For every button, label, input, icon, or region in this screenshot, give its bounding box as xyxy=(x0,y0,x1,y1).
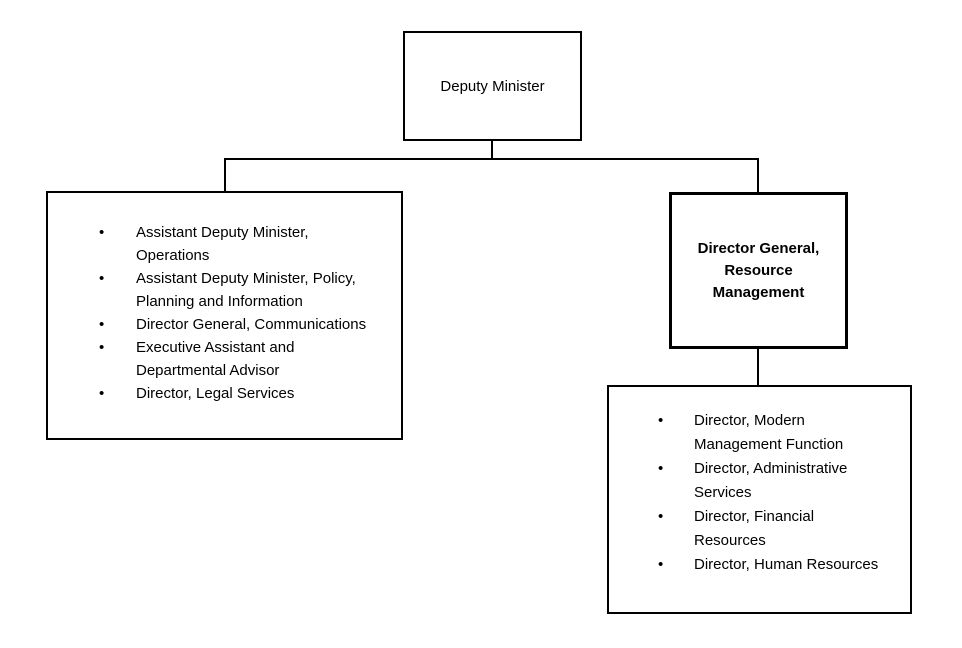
bullet-icon: • xyxy=(99,316,105,333)
bullet-icon: • xyxy=(658,460,664,477)
bullet-icon: • xyxy=(99,385,105,402)
connector-right-drop-line xyxy=(757,158,759,192)
list-item-text: Director General, Communications xyxy=(136,316,367,333)
list-item-text: Director, Legal Services xyxy=(136,385,295,402)
list-item-text: Assistant Deputy Minister, Policy,Planni… xyxy=(136,270,356,310)
deputy-reports-list: • Assistant Deputy Minister,Operations •… xyxy=(48,193,401,405)
bullet-icon: • xyxy=(99,339,105,356)
bullet-icon: • xyxy=(658,412,664,429)
deputy-reports-box: • Assistant Deputy Minister,Operations •… xyxy=(46,191,403,440)
list-item-text: Director, Human Resources xyxy=(694,556,879,573)
list-item: • Assistant Deputy Minister, Policy,Plan… xyxy=(99,267,395,313)
dg-resource-management-box: Director General, Resource Management xyxy=(669,192,848,349)
dg-resource-label-line: Director General, xyxy=(697,239,820,257)
deputy-minister-label: Deputy Minister xyxy=(440,77,545,95)
bullet-icon: • xyxy=(658,556,664,573)
dg-resource-label-line: Management xyxy=(712,283,805,301)
connector-left-drop-line xyxy=(224,158,226,191)
connector-dg-drop-line xyxy=(757,347,759,385)
connector-root-stub-line xyxy=(491,141,493,160)
bullet-icon: • xyxy=(658,508,664,525)
dg-resource-label-line: Resource xyxy=(724,261,793,279)
list-item: • Director, Legal Services xyxy=(99,382,395,405)
bullet-icon: • xyxy=(99,224,105,241)
bullet-icon: • xyxy=(99,270,105,287)
connector-horizontal-rail xyxy=(224,158,759,160)
deputy-minister-box: Deputy Minister xyxy=(403,31,582,141)
list-item: • Director, Human Resources xyxy=(658,553,904,577)
list-item-text: Assistant Deputy Minister,Operations xyxy=(136,224,309,264)
list-item: • Assistant Deputy Minister,Operations xyxy=(99,221,395,267)
list-item: • Director General, Communications xyxy=(99,313,395,336)
